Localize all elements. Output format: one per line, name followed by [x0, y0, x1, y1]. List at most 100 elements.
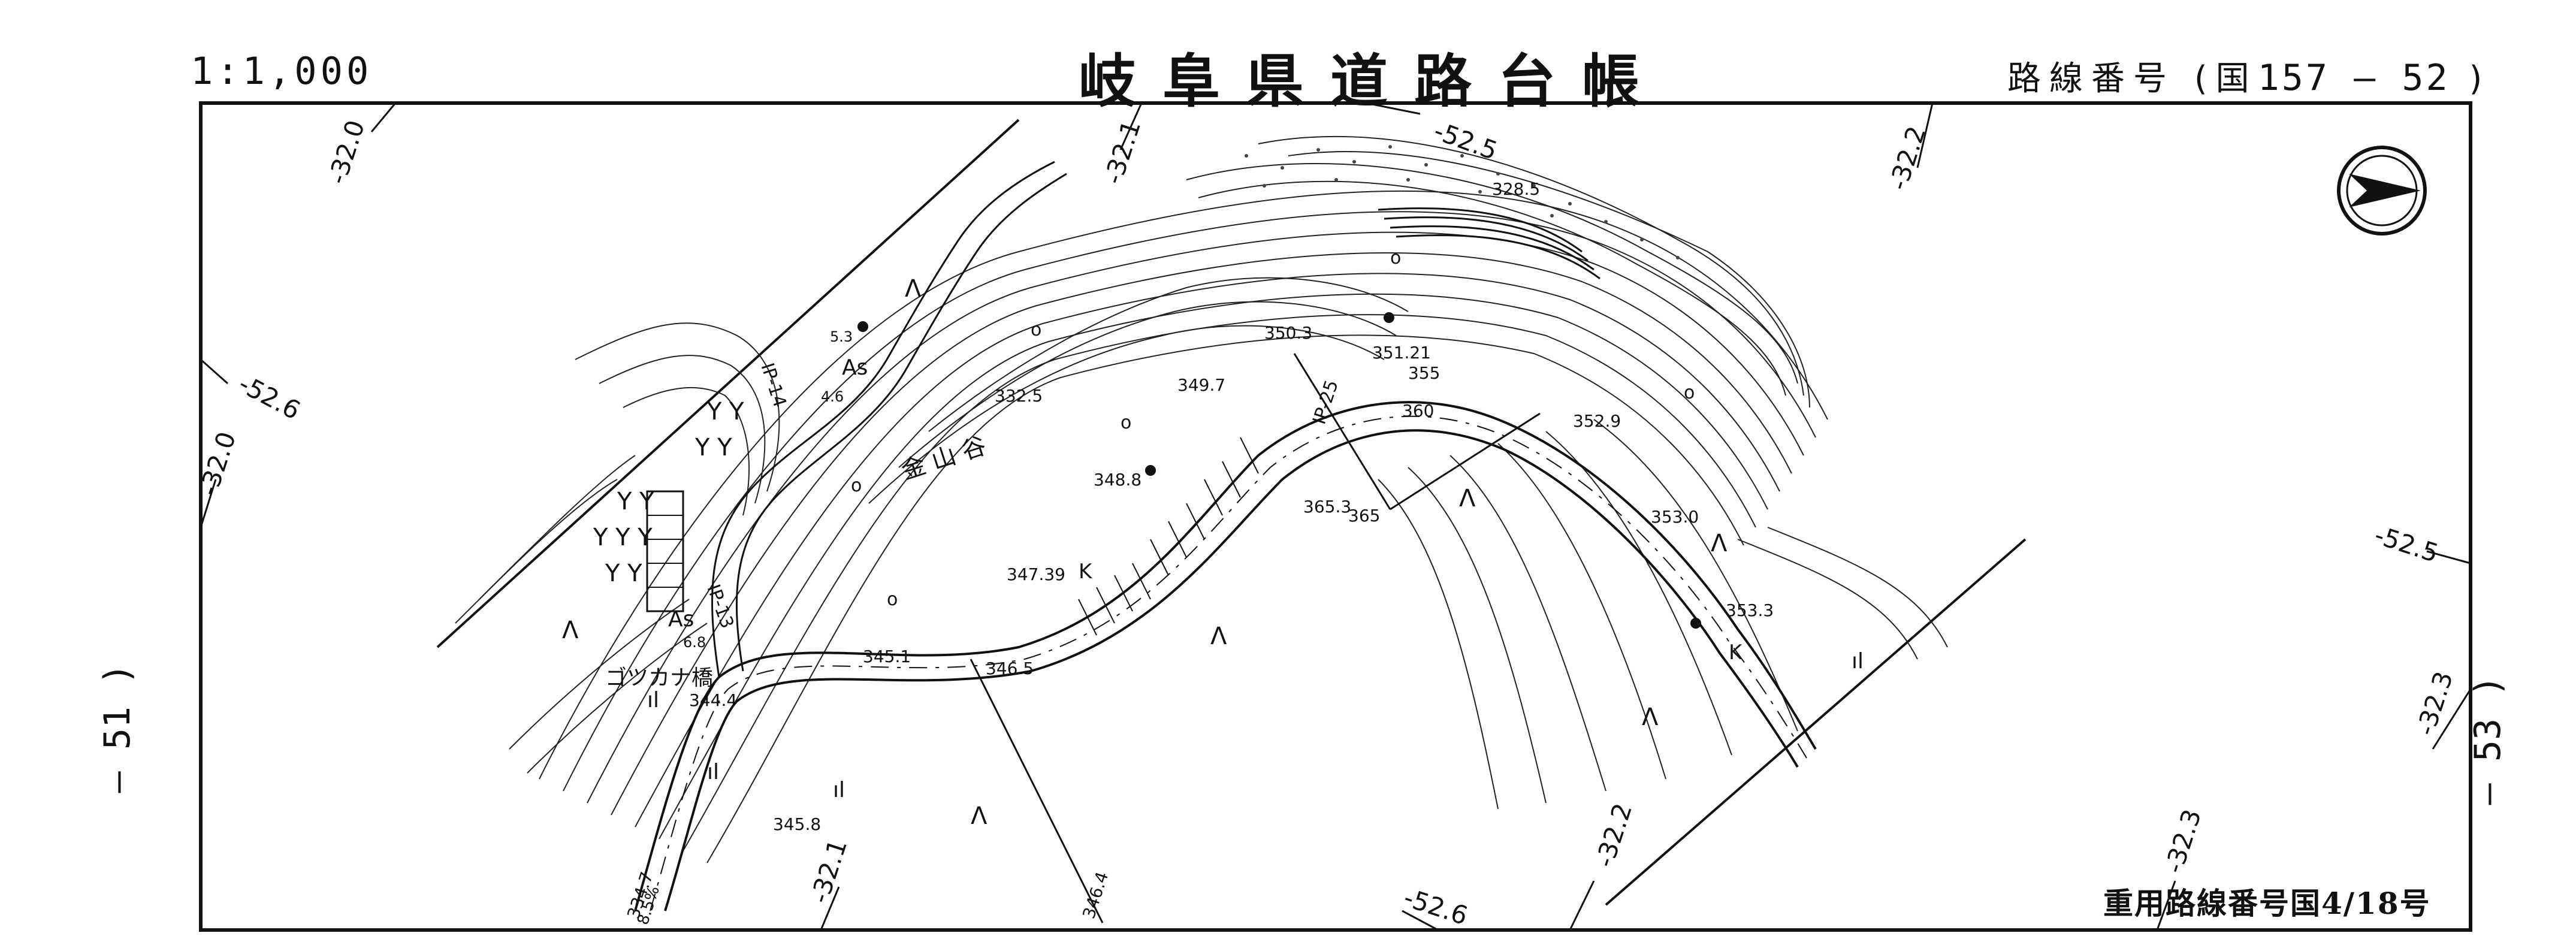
elevation-label: 353.3 [1726, 600, 1774, 620]
point-marker [857, 321, 868, 332]
sheet-edge-right [1605, 538, 2027, 906]
sheet-boundaries [436, 119, 2027, 906]
elevation-label: 346.5 [986, 659, 1034, 678]
grid-label: -32.0 [322, 117, 370, 188]
width-label: 6.8 [683, 634, 706, 651]
grid-tick [1402, 910, 1439, 931]
width-label: 5.3 [830, 328, 853, 345]
contour-line [623, 387, 750, 516]
route-number-value: 157 — 52 [2257, 57, 2450, 99]
contour-lines [455, 135, 1948, 864]
contour-line [1198, 180, 1786, 396]
contour-line [599, 355, 766, 504]
elevation-label: 349.7 [1177, 375, 1225, 395]
grid-tick [200, 479, 217, 528]
route-open: (国 [2194, 59, 2258, 98]
grid-label: -32.3 [2411, 668, 2459, 739]
road-edge [634, 401, 1817, 911]
stipple-area [1245, 145, 1680, 259]
contour-line [539, 190, 1828, 780]
svg-text:Y Y Y: Y Y Y [593, 524, 653, 551]
orchard-symbol: o [1684, 382, 1695, 403]
elevation-label: 345.1 [863, 647, 911, 666]
svg-text:Y Y: Y Y [605, 560, 642, 587]
svg-text:Y Y: Y Y [694, 434, 732, 461]
contour-line [527, 623, 708, 774]
ridge-line [1390, 225, 1594, 271]
vegetation-symbol: Λ [1642, 704, 1659, 731]
svg-text:Y Y: Y Y [617, 488, 654, 515]
old-road-edge [711, 161, 1055, 678]
elevation-label: 351.21 [1372, 343, 1431, 363]
elevation-label: 352.9 [1573, 411, 1621, 431]
grid-tick [2426, 550, 2471, 564]
contour-line [635, 273, 1780, 828]
field-symbol: ıl [647, 688, 659, 712]
contour-line [587, 231, 1804, 804]
orchard-symbol: o [1390, 247, 1401, 268]
vegetation-symbol: Λ [971, 802, 987, 830]
pavement-label: As [842, 355, 868, 380]
contour-line [575, 322, 780, 492]
grid-label: -52.6 [1400, 883, 1471, 931]
map-scale: 1:1,000 [191, 49, 373, 93]
elevation-label: 365.3 [1303, 497, 1351, 517]
field-symbol: ıl [833, 778, 845, 802]
contour-line [868, 325, 1385, 504]
grid-label: -32.1 [805, 836, 853, 907]
point-marker [1145, 465, 1156, 476]
contour-line [928, 277, 1409, 432]
grid-tick [2156, 880, 2176, 931]
contour-line [1449, 455, 1606, 792]
grid-tick [200, 358, 228, 385]
ridge-line [1378, 207, 1583, 253]
elevation-label: 347.39 [1007, 564, 1065, 584]
contour-line [682, 314, 1756, 852]
marsh-area: Y Y Y Y Y Y Y Y Y Y Y [593, 398, 744, 587]
grid-tick [1569, 880, 1595, 931]
contour-line [1288, 151, 1810, 408]
grid-tick [370, 102, 397, 132]
contour-line [1408, 467, 1547, 804]
road-centerline [650, 415, 1807, 911]
map-frame [199, 101, 2472, 932]
svg-text:Y Y: Y Y [706, 398, 744, 425]
road-edge [664, 429, 1799, 911]
contour-line [1737, 539, 1918, 660]
elevation-label: 353.0 [1651, 507, 1699, 527]
ip-label: IP-13 [702, 582, 738, 632]
vegetation-symbol: Λ [562, 617, 579, 644]
elevation-label: 328.5 [1492, 179, 1540, 199]
field-symbol: ıl [1852, 649, 1864, 674]
vegetation-symbol: Λ [905, 275, 922, 303]
elevation-label: 345.8 [773, 814, 821, 834]
grid-label: -52.5 [2371, 520, 2442, 568]
contour-line [1497, 443, 1666, 780]
contour-line [1767, 527, 1948, 648]
route-note: 重用路線番号国4/18号 [2103, 886, 2431, 921]
elevation-label: 344.4 [689, 690, 737, 710]
old-road-edge [735, 173, 1067, 672]
contour-line [1593, 419, 1798, 732]
grid-tick [820, 886, 840, 931]
contour-line [1258, 135, 1804, 396]
vegetation-symbol: Λ [1210, 623, 1227, 650]
width-label: 4.6 [821, 388, 844, 405]
grid-coordinate-labels: -32.0 -52.6 -32.0 -32.1 -52.5 -32.2 -52.… [194, 116, 2459, 931]
orchard-symbol: o [1121, 412, 1131, 433]
pavement-label: As [668, 607, 694, 632]
vegetation-symbol: Λ [1711, 530, 1728, 557]
ridge-line [1396, 234, 1600, 280]
contour-line [611, 252, 1792, 816]
cut-slope [1078, 437, 1259, 636]
route-close: ) [2469, 59, 2491, 98]
bridge-label: ゴツカナ橋 [605, 666, 713, 690]
contour-line [706, 334, 1744, 864]
elevation-label: 360 [1402, 401, 1434, 421]
map-symbols: Λ Λ Λ Λ Λ Λ Λ ıl ıl ıl ıl o o o o o o [562, 247, 1864, 830]
grid-label: -32.1 [1098, 117, 1146, 188]
grid-label: -52.5 [1430, 116, 1502, 165]
elevation-label: 332.5 [995, 386, 1043, 406]
curve-label: K [1079, 560, 1093, 584]
